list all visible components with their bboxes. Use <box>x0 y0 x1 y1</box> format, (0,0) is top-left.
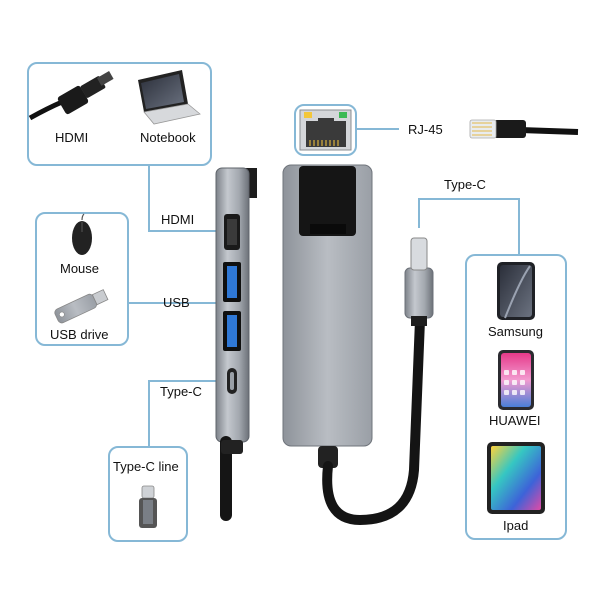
mouse-label: Mouse <box>60 261 100 276</box>
connector-rj45 <box>357 128 399 130</box>
connector-usb <box>128 302 220 304</box>
samsung-label: Samsung <box>488 324 543 339</box>
connector-typec-v <box>148 380 150 446</box>
connector-typec-plug-v1 <box>418 198 420 228</box>
hdmi-cable-icon <box>28 71 114 121</box>
ipad-tablet-icon <box>487 442 545 514</box>
hdmi-box-label: HDMI <box>55 130 89 145</box>
usb-drive-icon <box>54 289 109 324</box>
connector-hdmi-port <box>148 230 220 232</box>
usb-port-label: USB <box>163 295 190 310</box>
type-c-plug-icon <box>139 485 157 528</box>
type-c-plug-label: Type-C <box>444 177 486 192</box>
rj45-label: RJ-45 <box>408 122 443 137</box>
connector-hdmi-box <box>148 166 150 232</box>
type-c-line-label: Type-C line <box>113 459 179 474</box>
mouse-icon <box>72 213 92 255</box>
type-c-port-label: Type-C <box>160 384 202 399</box>
hdmi-port-label: HDMI <box>161 212 195 227</box>
type-c-connector-icon <box>404 237 434 326</box>
notebook-icon <box>138 70 201 125</box>
connector-typec-plug-h <box>418 198 520 200</box>
notebook-label: Notebook <box>140 130 196 145</box>
connector-typec-h <box>148 380 220 382</box>
rj45-cable-icon <box>469 119 579 139</box>
huawei-phone-icon <box>498 350 534 410</box>
samsung-phone-icon <box>497 262 535 320</box>
huawei-label: HUAWEI <box>489 413 541 428</box>
rj45-port-icon <box>299 109 352 151</box>
ipad-label: Ipad <box>503 518 529 533</box>
type-c-cable <box>322 315 425 526</box>
usb-drive-label: USB drive <box>50 327 109 342</box>
hub-adapter-right <box>282 164 373 468</box>
hub-adapter-left <box>215 167 257 521</box>
connector-typec-plug-v2 <box>518 198 520 254</box>
